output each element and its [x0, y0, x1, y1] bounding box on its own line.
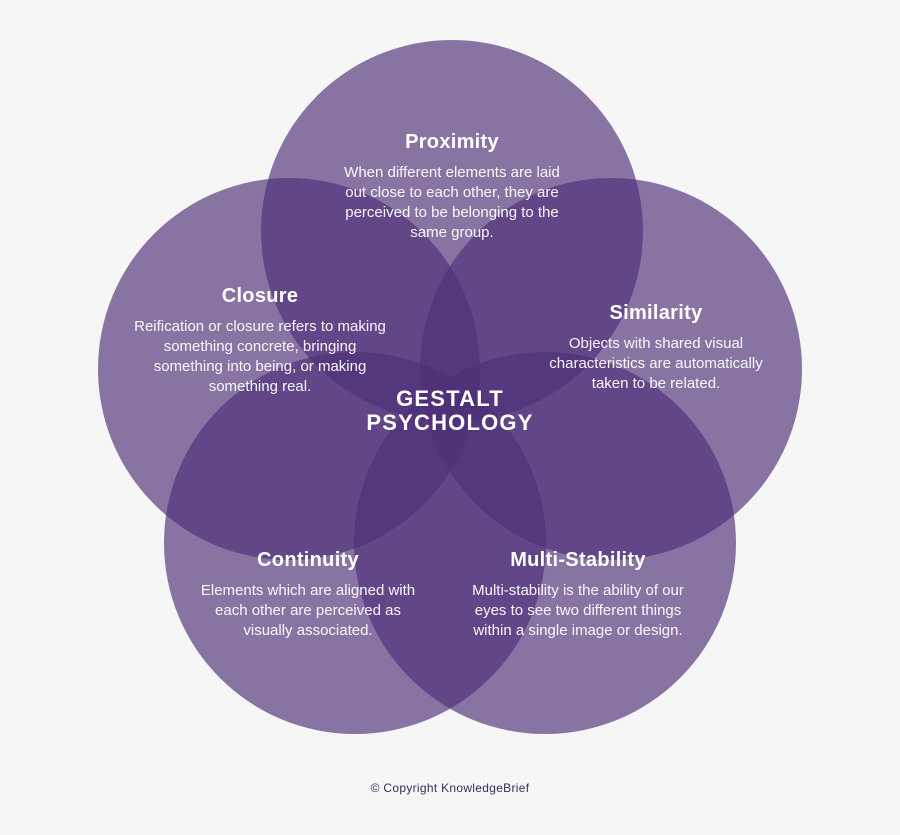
principle-description-multi-stability: Multi-stability is the ability of our ey… — [472, 582, 684, 639]
principle-similarity: Similarity Objects with shared visual ch… — [536, 302, 776, 394]
center-title-line2: PSYCHOLOGY — [366, 410, 534, 435]
principle-description-closure: Reification or closure refers to making … — [134, 318, 386, 395]
principle-multi-stability: Multi-Stability Multi-stability is the a… — [456, 549, 700, 641]
center-title: GESTALT PSYCHOLOGY — [310, 387, 590, 435]
principle-description-proximity: When different elements are laid out clo… — [344, 164, 560, 241]
principle-closure: Closure Reification or closure refers to… — [131, 285, 389, 397]
principle-heading-closure: Closure — [221, 285, 299, 307]
principle-proximity: Proximity When different elements are la… — [333, 131, 571, 243]
principle-heading-continuity: Continuity — [257, 549, 359, 571]
principle-heading-multi-stability: Multi-Stability — [510, 549, 646, 571]
principle-continuity: Continuity Elements which are aligned wi… — [193, 549, 423, 641]
principle-heading-proximity: Proximity — [405, 131, 499, 153]
center-title-line1: GESTALT — [396, 386, 504, 411]
principle-heading-similarity: Similarity — [609, 302, 703, 324]
circle-multi-stability — [354, 352, 736, 734]
principle-description-similarity: Objects with shared visual characteristi… — [549, 335, 763, 392]
copyright-text: © Copyright KnowledgeBrief — [370, 781, 530, 795]
principle-description-continuity: Elements which are aligned with each oth… — [200, 582, 416, 639]
